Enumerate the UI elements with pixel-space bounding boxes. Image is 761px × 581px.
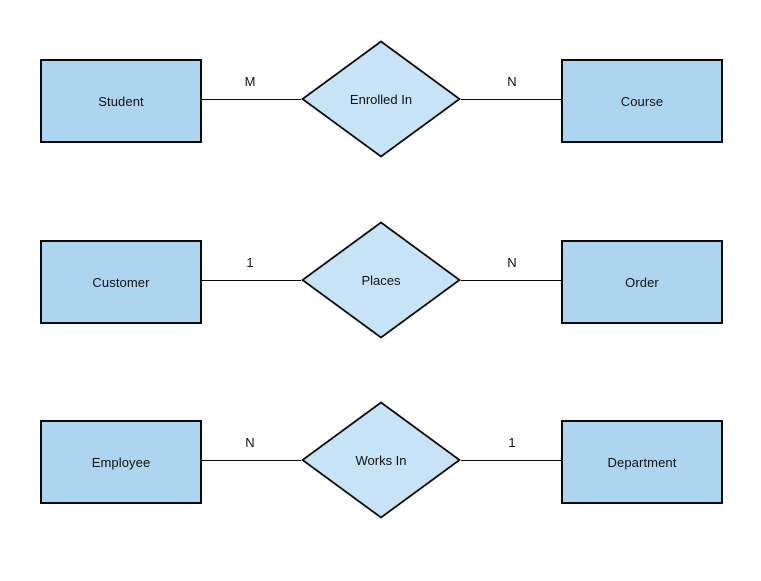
cardinality-label-right: N [507,74,517,89]
entity-node[interactable]: Student [40,59,202,143]
entity-node[interactable]: Order [561,240,723,324]
er-relationship-row: Customer 1 Places N Order [0,221,761,401]
entity-label: Employee [91,454,151,470]
relationship-node[interactable]: Enrolled In [301,40,461,158]
entity-node[interactable]: Employee [40,420,202,504]
er-relationship-row: Employee N Works In 1 Department [0,401,761,581]
entity-label: Student [98,93,144,109]
entity-label: Customer [92,274,150,290]
relationship-node[interactable]: Places [301,221,461,339]
diamond-icon [301,40,461,158]
entity-node[interactable]: Customer [40,240,202,324]
entity-node[interactable]: Course [561,59,723,143]
er-diagram-canvas: Student M Enrolled In N Course Customer … [0,40,761,519]
cardinality-label-left: N [245,435,255,450]
connector-line-right [461,460,561,461]
cardinality-label-left: 1 [246,255,254,270]
relationship-node[interactable]: Works In [301,401,461,519]
er-relationship-row: Student M Enrolled In N Course [0,40,761,220]
connector-line-left [200,460,301,461]
entity-label: Order [625,274,659,290]
diamond-icon [301,221,461,339]
cardinality-label-right: N [507,255,517,270]
entity-node[interactable]: Department [561,420,723,504]
entity-label: Course [620,93,664,109]
connector-line-left [200,99,301,100]
cardinality-label-right: 1 [508,435,516,450]
entity-label: Department [607,454,677,470]
connector-line-right [461,280,561,281]
cardinality-label-left: M [244,74,256,89]
diamond-icon [301,401,461,519]
connector-line-right [461,99,561,100]
connector-line-left [200,280,301,281]
